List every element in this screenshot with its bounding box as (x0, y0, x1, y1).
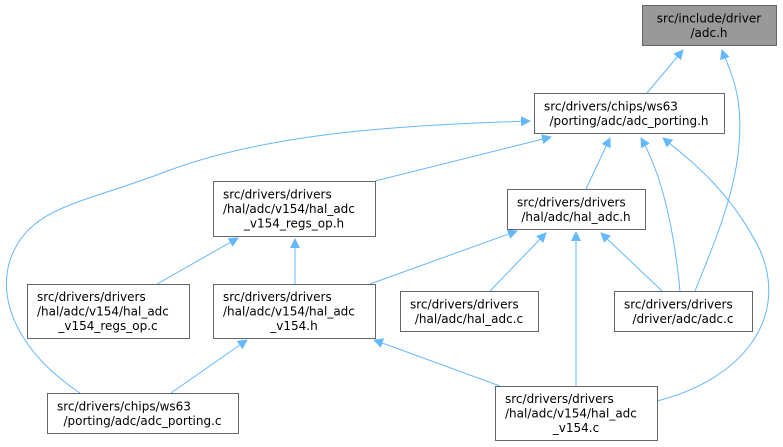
node-box (507, 189, 646, 230)
node-label-line: _v154.c (552, 421, 599, 435)
node-adc-h[interactable]: src/include/driver/adc.h (642, 5, 777, 46)
edge-hal_adc_c-to-hal_adc_h (489, 232, 547, 292)
node-hal-adc-c[interactable]: src/drivers/drivers/hal/adc/hal_adc.c (400, 291, 539, 332)
node-box (27, 284, 190, 339)
edge-regs_op_h-to-adc_porting_h (374, 134, 552, 182)
node-v154-h[interactable]: src/drivers/drivers/hal/adc/v154/hal_adc… (213, 284, 376, 339)
node-label-line: /porting/adc/adc_porting.h (550, 114, 709, 128)
edge-adc_c-to-adc_h (694, 49, 741, 292)
node-label-line: /driver/adc/adc.c (633, 312, 734, 326)
node-label-line: src/drivers/drivers (624, 297, 733, 311)
node-label-line: /hal/adc/v154/hal_adc (223, 202, 355, 216)
node-label-line: src/drivers/drivers (410, 297, 519, 311)
node-hal-adc-h[interactable]: src/drivers/drivers/hal/adc/hal_adc.h (507, 189, 646, 230)
edge-v154_c-to-v154_h (373, 338, 501, 387)
node-box (400, 291, 539, 332)
edge-adc_c-to-adc_porting_h (640, 137, 681, 292)
node-box (213, 284, 376, 339)
node-regs-op-h[interactable]: src/drivers/drivers/hal/adc/v154/hal_adc… (213, 181, 376, 237)
node-label-line: _v154_regs_op.h (243, 217, 344, 231)
node-regs-op-c[interactable]: src/drivers/drivers/hal/adc/v154/hal_adc… (27, 284, 190, 339)
node-label-line: /hal/adc/v154/hal_adc (223, 305, 355, 319)
node-label-line: src/drivers/drivers (37, 290, 146, 304)
node-adc-c[interactable]: src/drivers/drivers/driver/adc/adc.c (614, 291, 753, 332)
node-adc-porting-c[interactable]: src/drivers/chips/ws63/porting/adc/adc_p… (47, 393, 239, 434)
edge-regs_op_c-to-regs_op_h (156, 237, 239, 285)
node-label-line: src/drivers/drivers (223, 290, 332, 304)
node-label-line: src/drivers/drivers (223, 188, 332, 202)
node-box (47, 393, 239, 434)
node-label-line: /hal/adc/hal_adc.h (521, 210, 630, 224)
node-label-line: /hal/adc/v154/hal_adc (505, 407, 637, 421)
edge-adc_porting_c-to-v154_h (170, 339, 248, 394)
edge-v154_h-to-hal_adc_h (369, 229, 518, 285)
node-box (534, 93, 725, 134)
node-label-line: src/drivers/chips/ws63 (57, 399, 191, 413)
node-label-line: /hal/adc/v154/hal_adc (37, 305, 169, 319)
node-box (642, 5, 777, 46)
edge-adc_porting_h-to-adc_h (646, 49, 684, 94)
node-box (614, 291, 753, 332)
node-box (213, 181, 376, 237)
node-label-line: src/drivers/chips/ws63 (544, 99, 678, 113)
edge-hal_adc_h-to-adc_porting_h (585, 137, 611, 190)
node-label-line: src/drivers/drivers (517, 195, 626, 209)
node-v154-c[interactable]: src/drivers/drivers/hal/adc/v154/hal_adc… (495, 386, 658, 441)
node-label-line: _v154.h (269, 319, 317, 333)
node-adc-porting-h[interactable]: src/drivers/chips/ws63/porting/adc/adc_p… (534, 93, 725, 134)
node-label-line: _v154_regs_op.c (57, 319, 157, 333)
node-box (495, 386, 658, 441)
node-label-line: src/drivers/drivers (505, 392, 614, 406)
edge-v154_c-to-adc_porting_h (656, 137, 770, 402)
edge-adc_porting_c-to-adc_porting_h (6, 116, 531, 394)
node-label-line: src/include/driver (657, 11, 761, 25)
node-label-line: /hal/adc/hal_adc.c (415, 312, 523, 326)
node-label-line: /porting/adc/adc_porting.c (64, 414, 222, 428)
edge-adc_c-to-hal_adc_h (600, 232, 663, 292)
node-label-line: /adc.h (690, 26, 727, 40)
